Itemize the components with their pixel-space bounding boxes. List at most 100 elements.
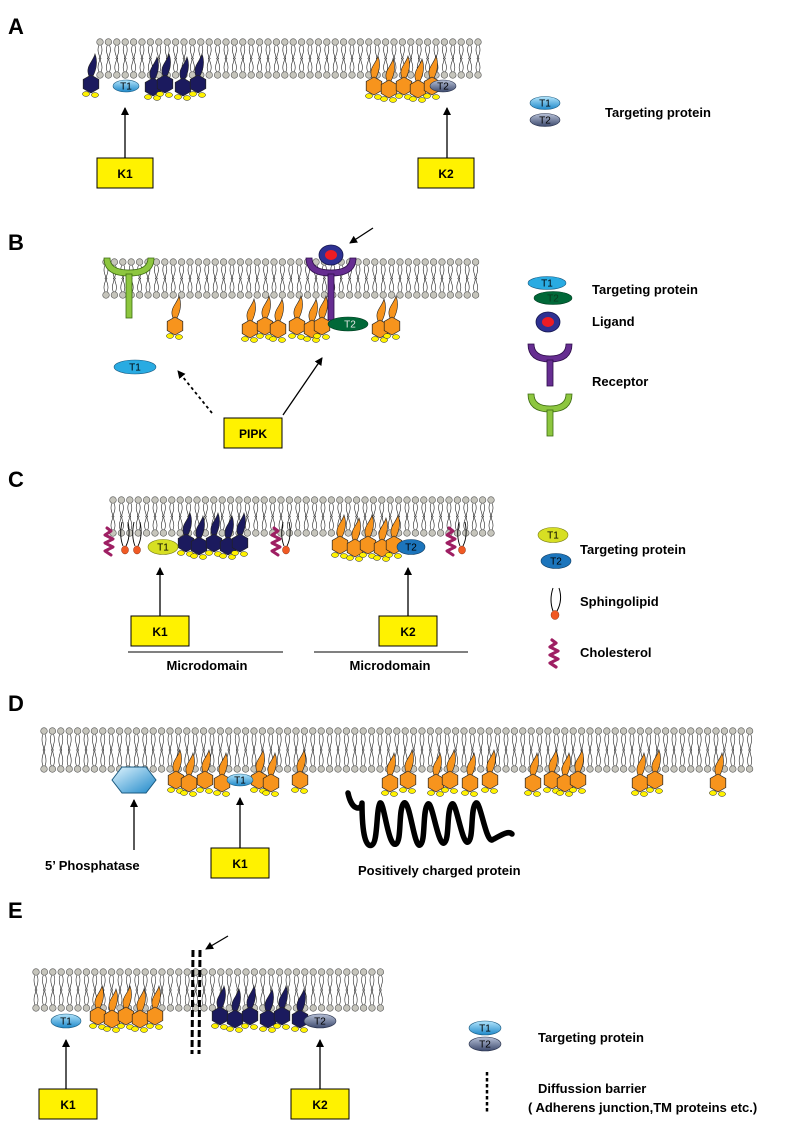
legend-t1-label-c: T1	[547, 531, 559, 542]
legend-b: T1 T2 Targeting protein Ligand Receptor	[527, 276, 698, 437]
microdomain-label-1: Microdomain	[167, 658, 248, 673]
kinase-box-k1	[96, 157, 154, 189]
kinase-box-k1-e	[38, 1088, 98, 1120]
legend-ligand-core	[542, 317, 554, 327]
legend-t2-label-b: T2	[547, 294, 559, 305]
pip-cluster-navy-a	[82, 52, 207, 101]
panel-e: E T1 T2 K1 K2 T1 T2 Targeting protein Di…	[8, 898, 757, 1120]
legend-e: T1 T2 Targeting protein Diffussion barri…	[468, 1020, 757, 1115]
legend-ligand-text: Ligand	[592, 314, 635, 329]
microdomain-label-2: Microdomain	[350, 658, 431, 673]
t1-protein-free	[113, 359, 157, 375]
legend-cholesterol-icon	[548, 638, 560, 669]
legend-receptor-purple-icon	[527, 343, 573, 387]
legend-t2-label-c: T2	[550, 557, 562, 568]
t1-yellow-protein	[147, 539, 179, 555]
pip-cluster-navy-c	[177, 511, 249, 560]
kinase-label-k1-e: K1	[60, 1098, 76, 1112]
positively-charged-protein-shape	[345, 790, 515, 849]
pip-cluster-orange-d	[167, 748, 727, 797]
kinase-box-k1-c	[130, 615, 190, 647]
legend-barrier-text: Diffussion barrier	[538, 1081, 646, 1096]
kinase-label-k1-c: K1	[152, 625, 168, 639]
legend-barrier-note: ( Adherens junction,TM proteins etc.)	[528, 1100, 757, 1115]
legend-t1-yellow-icon	[537, 527, 569, 543]
legend-t2-icon-b	[533, 291, 573, 305]
legend-cholesterol-text: Cholesterol	[580, 645, 652, 660]
t2-label-b: T2	[344, 320, 356, 331]
t1-label: T1	[120, 82, 132, 93]
panel-letter-c: C	[8, 467, 24, 492]
t1-label-b: T1	[129, 363, 141, 374]
membrane-b	[102, 258, 480, 299]
pip-cluster-orange-c	[331, 513, 403, 562]
phosphatase-shape	[111, 766, 157, 794]
legend-t2-label: T2	[539, 116, 551, 127]
t1-label-e: T1	[60, 1017, 72, 1028]
kinase-box-k2	[417, 157, 475, 189]
kinase-label-k2-c: K2	[400, 625, 416, 639]
t2-label-e: T2	[314, 1017, 326, 1028]
receptor-green	[103, 257, 155, 319]
arrow-solid-pipk	[282, 357, 323, 416]
legend-a: T1 T2 Targeting protein	[529, 96, 711, 127]
panel-letter-a: A	[8, 14, 24, 39]
pip-cluster-orange-b	[166, 294, 401, 343]
legend-targeting-text-e: Targeting protein	[538, 1030, 644, 1045]
pip-cluster-orange-e	[89, 984, 164, 1033]
legend-t1-label-b: T1	[541, 279, 553, 290]
legend-targeting-text-c: Targeting protein	[580, 542, 686, 557]
kinase-box-k2-e	[290, 1088, 350, 1120]
legend-t1-label: T1	[539, 99, 551, 110]
panel-letter-b: B	[8, 230, 24, 255]
t2-label: T2	[437, 82, 449, 93]
kinase-box-pipk	[223, 417, 283, 449]
panel-d: D T1 5’ Phosphatase K1 Positively charge…	[8, 691, 754, 879]
legend-t1-label-e: T1	[479, 1024, 491, 1035]
arrow-dashed-pipk	[177, 370, 213, 414]
kinase-label-k1: K1	[117, 167, 133, 181]
pip-cluster-orange-a	[365, 54, 441, 103]
kinase-label-k1-d: K1	[232, 857, 248, 871]
legend-t1-icon	[529, 96, 561, 110]
t2-protein	[429, 79, 457, 93]
membrane-a	[96, 38, 482, 79]
t1-protein-e	[50, 1013, 82, 1029]
receptor-purple	[305, 257, 357, 321]
t1-label-d: T1	[234, 776, 246, 787]
legend-t2-blue-icon	[540, 553, 572, 569]
legend-targeting-text: Targeting protein	[605, 105, 711, 120]
panel-letter-d: D	[8, 691, 24, 716]
kinase-box-k1-d	[210, 847, 270, 879]
diffusion-barrier	[190, 949, 202, 1055]
legend-receptor-green-icon	[527, 393, 573, 437]
legend-targeting-text-b: Targeting protein	[592, 282, 698, 297]
legend-t2-label-e: T2	[479, 1040, 491, 1051]
legend-t1-icon-b	[527, 276, 567, 290]
phosphatase-label: 5’ Phosphatase	[45, 858, 140, 873]
ligand	[318, 244, 344, 266]
legend-t2-icon-e	[468, 1036, 502, 1052]
legend-receptor-text: Receptor	[592, 374, 648, 389]
t2-protein-green	[327, 316, 369, 332]
panel-b: B T2 T1 PIPK T1 T2 Targ	[8, 227, 698, 449]
t2-blue-protein	[396, 539, 426, 555]
arrow-barrier	[205, 935, 229, 950]
t1-protein	[112, 79, 140, 93]
legend-sphingolipid-text: Sphingolipid	[580, 594, 659, 609]
legend-c: T1 T2 Targeting protein Sphingolipid Cho…	[537, 527, 686, 669]
pip-cluster-navy-e	[211, 984, 309, 1033]
kinase-label-k2: K2	[438, 167, 454, 181]
t2-protein-e	[303, 1013, 337, 1029]
panel-a: A T1 T2 K1 K2 T1 T2 Targeting protein	[8, 14, 711, 189]
membrane-d	[40, 727, 754, 773]
t1-protein-d	[226, 773, 254, 787]
panel-letter-e: E	[8, 898, 23, 923]
membrane-c	[109, 496, 495, 537]
t1-label-c: T1	[157, 543, 169, 554]
kinase-box-k2-c	[378, 615, 438, 647]
legend-t2-icon	[529, 113, 561, 127]
arrow-ligand-b	[349, 227, 374, 244]
raft-lipids-c	[103, 521, 467, 557]
